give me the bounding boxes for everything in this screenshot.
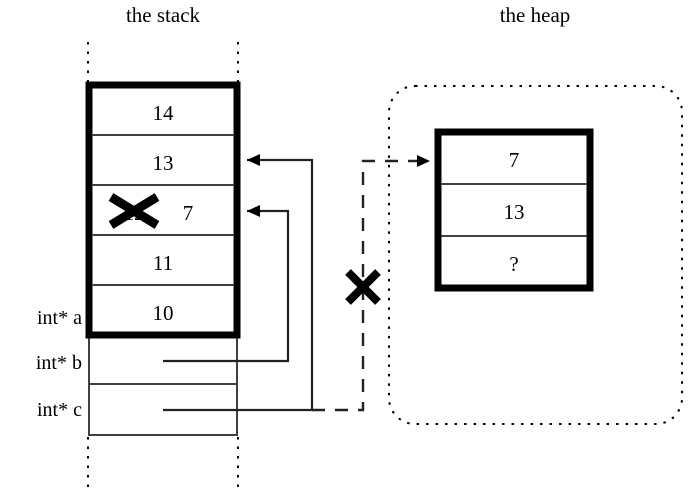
heap-cell-value: 13 [503,200,525,224]
x-cross-mark-struck-value [108,193,160,229]
stack-variable-frame [88,334,238,436]
stack-cell-value: 10 [152,301,174,325]
pointer-dashed-to-heap [312,155,430,412]
stack-cell-value: 11 [152,251,174,275]
stack-cell-struck-value: 12 [123,201,145,225]
pointer-b-to-slot [163,205,290,363]
variable-label-c: int* c [37,399,82,421]
stack-cell-value: 14 [152,101,174,125]
stack-cell-value: 13 [152,151,174,175]
stack-active-frame [85,81,241,339]
heap-cell-value: ? [509,252,519,276]
stack-extent-guides [87,42,239,489]
heap-cell-value: 7 [508,148,520,172]
heap-block [434,128,594,292]
variable-label-a: int* a [37,307,82,329]
stack-cell-value: 7 [182,201,194,225]
x-cross-mark-broken-pointer [345,269,381,305]
variable-label-b: int* b [35,352,82,374]
stack-title: the stack [125,3,201,27]
heap-title: the heap [499,3,571,27]
pointer-c-to-slot [163,154,314,412]
